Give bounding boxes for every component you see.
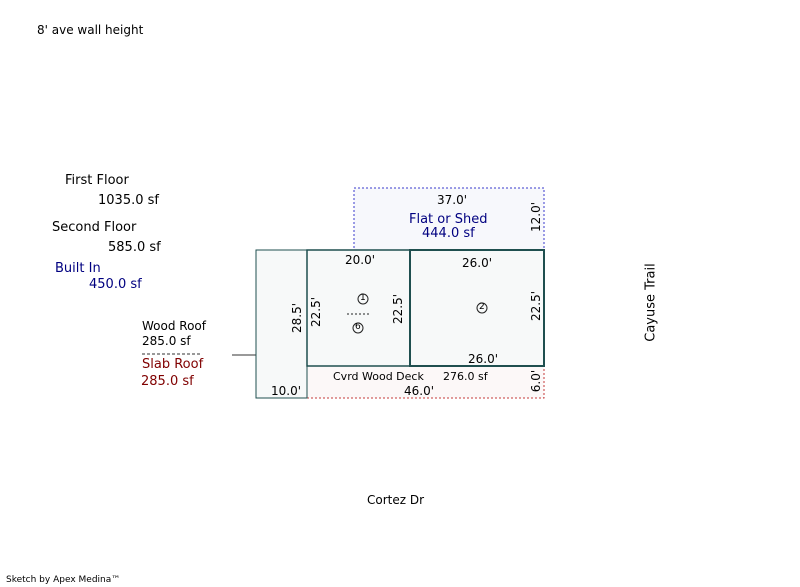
flat-shed-area bbox=[353, 187, 545, 251]
first-floor-label: First Floor bbox=[65, 173, 129, 188]
dim-right-6: 6.0' bbox=[529, 369, 543, 393]
flat-shed-label: Flat or Shed bbox=[409, 212, 488, 227]
dim-bottom-10: 10.0' bbox=[271, 384, 302, 398]
dim-left-28-5: 28.5' bbox=[290, 302, 304, 334]
second-floor-area: 585.0 sf bbox=[108, 240, 161, 255]
dim-right-12: 12.0' bbox=[529, 201, 543, 233]
covered-deck-area bbox=[306, 365, 545, 399]
left-strip-room bbox=[255, 249, 308, 399]
built-in-area: 450.0 sf bbox=[89, 277, 142, 292]
dim-bottom-26: 26.0' bbox=[468, 352, 499, 366]
dim-bottom-46: 46.0' bbox=[404, 384, 435, 398]
deck-area-value: 276.0 sf bbox=[443, 370, 488, 383]
street-south: Cortez Dr bbox=[367, 493, 425, 507]
dim-top-37: 37.0' bbox=[437, 193, 468, 207]
slab-roof-area: 285.0 sf bbox=[141, 374, 194, 389]
wood-roof-area: 285.0 sf bbox=[142, 334, 191, 348]
second-floor-label: Second Floor bbox=[52, 220, 137, 235]
street-east: Cayuse Trail bbox=[643, 263, 659, 342]
dim-right-22-5: 22.5' bbox=[529, 290, 543, 322]
dim-left-22-5: 22.5' bbox=[309, 296, 323, 328]
wall-height-note: 8' ave wall height bbox=[37, 23, 144, 37]
built-in-label: Built In bbox=[55, 261, 101, 276]
dim-mid-20: 20.0' bbox=[345, 253, 376, 267]
marker-6: 6 bbox=[355, 322, 361, 332]
dim-top-26: 26.0' bbox=[462, 256, 493, 270]
marker-2: 2 bbox=[479, 302, 485, 312]
sketch-credit: Sketch by Apex Medina™ bbox=[6, 575, 121, 585]
dim-mid-22-5: 22.5' bbox=[391, 293, 405, 325]
deck-label: Cvrd Wood Deck bbox=[333, 370, 424, 383]
first-floor-area: 1035.0 sf bbox=[98, 193, 159, 208]
flat-shed-area-value: 444.0 sf bbox=[422, 226, 475, 241]
wood-roof-label: Wood Roof bbox=[142, 319, 206, 333]
slab-roof-label: Slab Roof bbox=[142, 357, 204, 372]
marker-1: 1 bbox=[360, 293, 366, 303]
marker-6-circle bbox=[352, 322, 364, 334]
marker-1-circle bbox=[357, 293, 369, 305]
marker-2-circle bbox=[476, 302, 488, 314]
